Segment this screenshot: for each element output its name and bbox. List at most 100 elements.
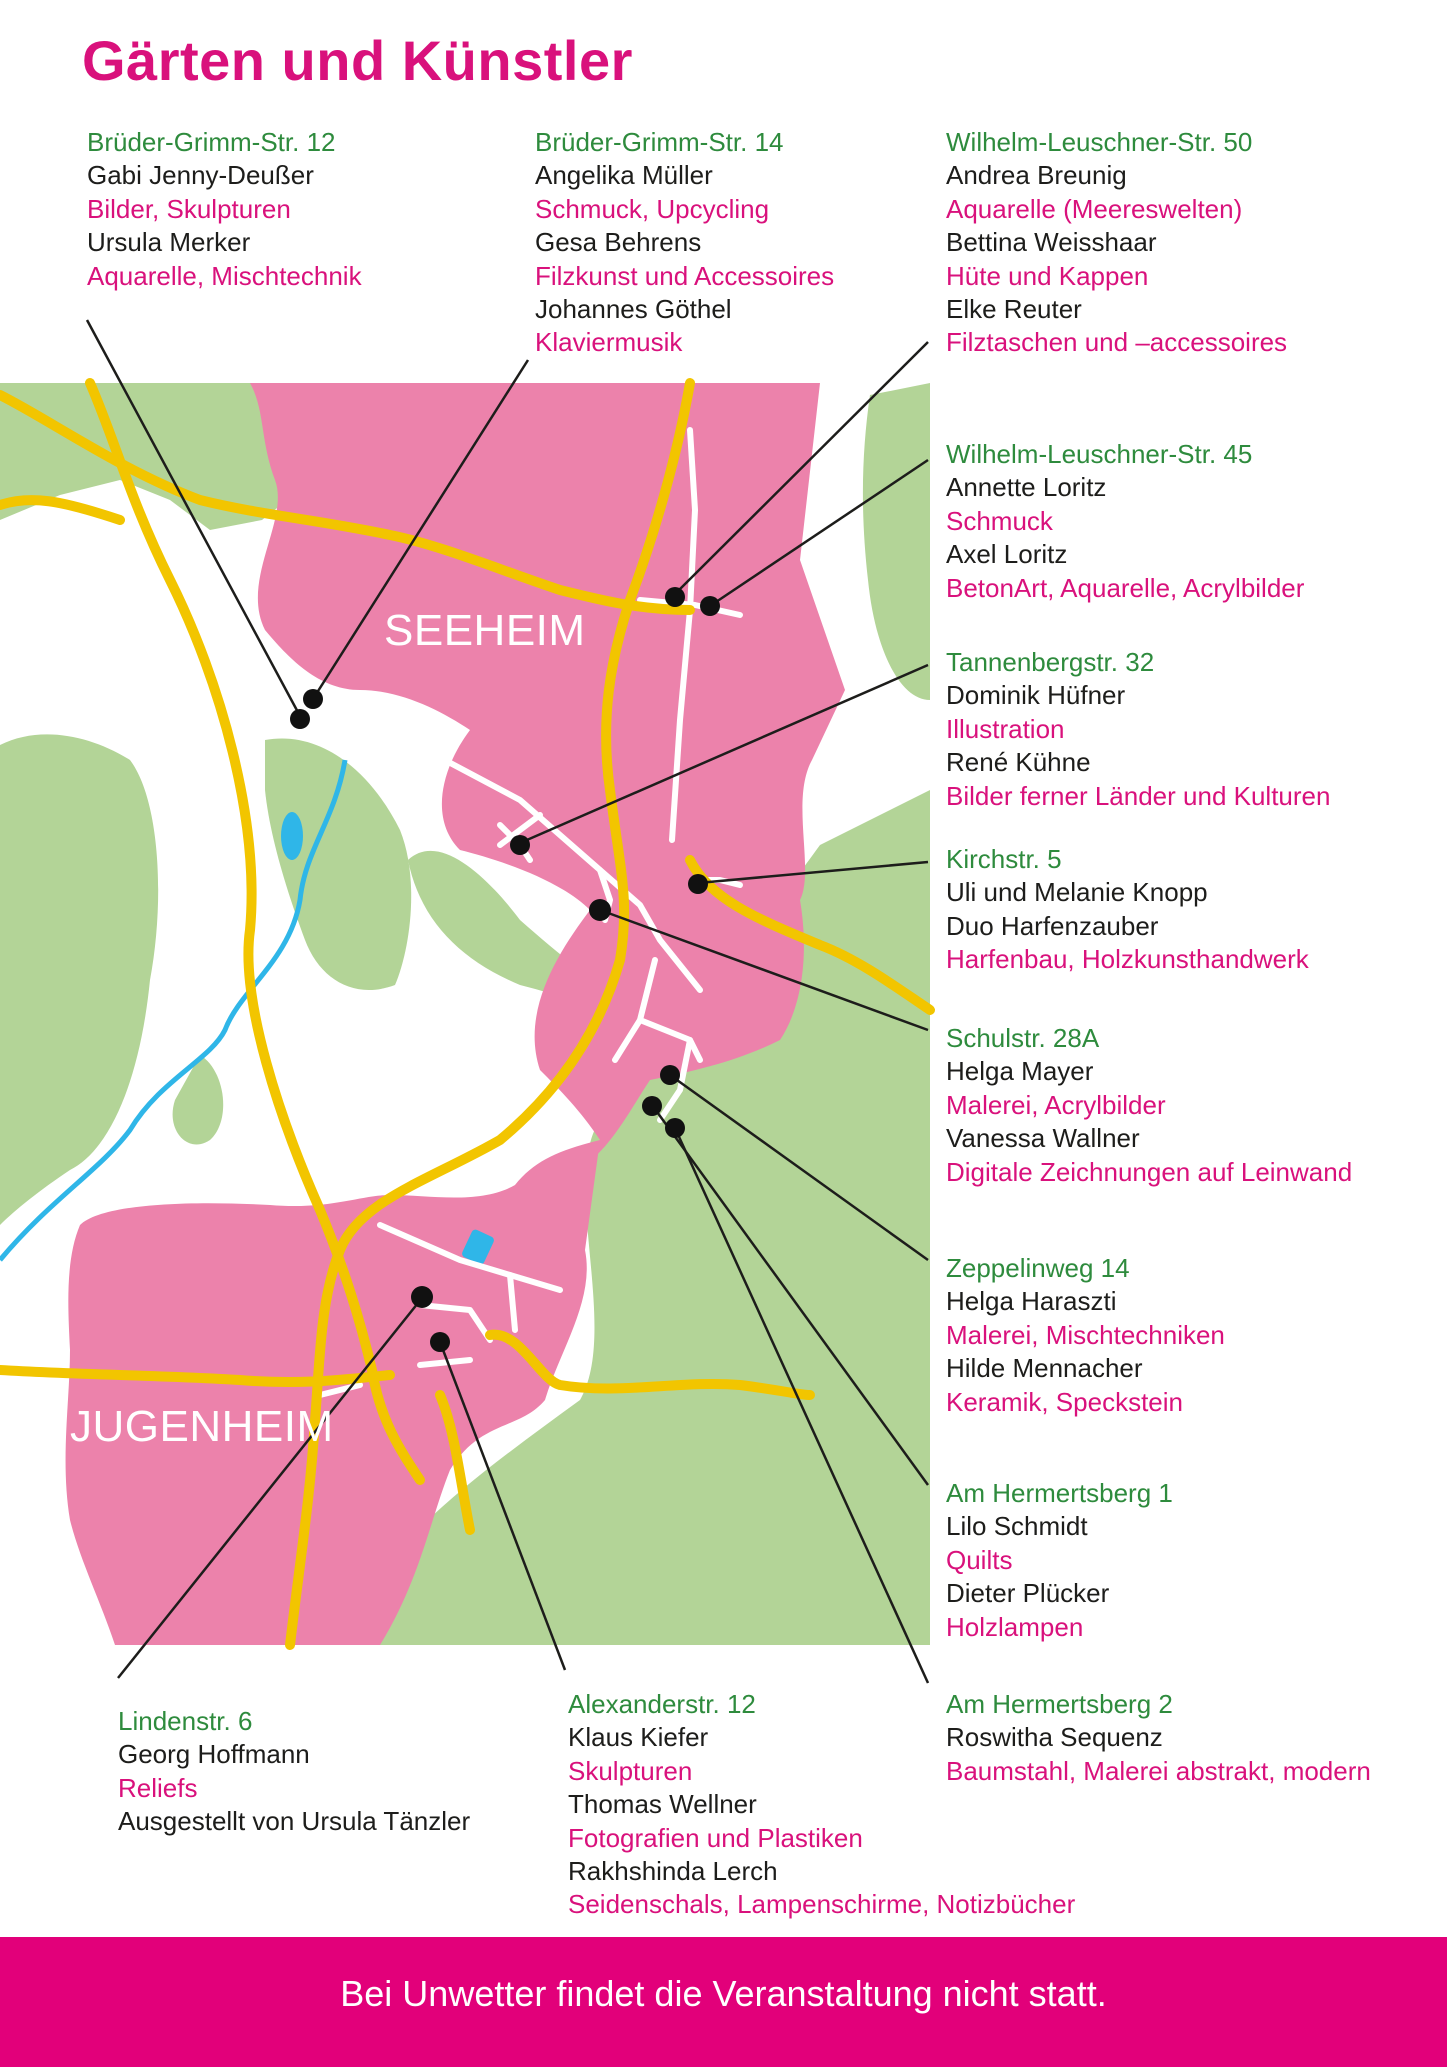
- location-artist-name: Johannes Göthel: [535, 294, 732, 325]
- location-artist-name: Bettina Weisshaar: [946, 227, 1157, 258]
- marker-tannenbergstr-32[interactable]: [510, 835, 530, 855]
- marker-kirchstr-5[interactable]: [688, 874, 708, 894]
- location-artist-name: Helga Mayer: [946, 1056, 1094, 1087]
- location-artist-name: Uli und Melanie Knopp: [946, 877, 1208, 908]
- road-north-arc: [0, 390, 695, 615]
- town-label-seeheim: SEEHEIM: [384, 606, 586, 655]
- seeheim-area: [250, 383, 845, 1168]
- location-address: Brüder-Grimm-Str. 14: [535, 127, 784, 157]
- location-artist-name: Angelika Müller: [535, 160, 713, 191]
- location-artwork-description: Bilder ferner Länder und Kulturen: [946, 780, 1331, 811]
- marker-brueder-grimm-12[interactable]: [290, 709, 310, 729]
- road-jugenheim-south: [435, 1390, 475, 1535]
- location-address: Zeppelinweg 14: [946, 1253, 1130, 1283]
- marker-alexanderstr-12[interactable]: [430, 1332, 450, 1352]
- marker-wilhelm-leuschner-50[interactable]: [665, 587, 685, 607]
- forest-center: [265, 738, 412, 990]
- location-address: Brüder-Grimm-Str. 12: [87, 127, 336, 157]
- forest-northwest: [0, 383, 330, 530]
- location-address: Wilhelm-Leuschner-Str. 50: [946, 127, 1253, 157]
- location-artist-name: Lilo Schmidt: [946, 1511, 1088, 1542]
- location-artist-name: Gesa Behrens: [535, 227, 702, 258]
- location-artist-name: Ausgestellt von Ursula Tänzler: [118, 1806, 471, 1837]
- location-artwork-description: Harfenbau, Holzkunsthandwerk: [946, 944, 1309, 975]
- marker-zeppelinweg-14[interactable]: [660, 1065, 680, 1085]
- page-title: Gärten und Künstler: [82, 29, 633, 92]
- location-artist-name: Elke Reuter: [946, 294, 1082, 325]
- location-artist-name: Dieter Plücker: [946, 1578, 1110, 1609]
- marker-schulstr-28a[interactable]: [589, 899, 611, 921]
- location-artwork-description: Quilts: [946, 1544, 1013, 1575]
- road-west-short: [0, 495, 125, 525]
- location-artwork-description: Illustration: [946, 713, 1065, 744]
- forest-northeast: [862, 383, 930, 700]
- location-address: Am Hermertsberg 1: [946, 1478, 1173, 1508]
- location-artwork-description: Reliefs: [118, 1772, 198, 1803]
- location-artist-name: Duo Harfenzauber: [946, 910, 1159, 941]
- marker-brueder-grimm-14[interactable]: [303, 689, 323, 709]
- location-markers: [290, 587, 720, 1352]
- location-artist-name: Rakhshinda Lerch: [568, 1856, 778, 1887]
- location-artwork-description: Filzkunst und Accessoires: [535, 260, 835, 291]
- main-roads: [0, 378, 935, 1650]
- location-address: Wilhelm-Leuschner-Str. 45: [946, 439, 1253, 469]
- location-artwork-description: BetonArt, Aquarelle, Acrylbilder: [946, 572, 1305, 603]
- location-artwork-description: Digitale Zeichnungen auf Leinwand: [946, 1156, 1353, 1187]
- location-artwork-description: Fotografien und Plastiken: [568, 1822, 863, 1853]
- location-artwork-description: Filztaschen und –accessoires: [946, 327, 1288, 358]
- location-artwork-description: Hüte und Kappen: [946, 260, 1149, 291]
- road-west-diagonal: [85, 378, 425, 1485]
- marker-am-hermertsberg-2[interactable]: [665, 1118, 685, 1138]
- pond-south: [462, 1229, 494, 1265]
- location-address: Alexanderstr. 12: [568, 1689, 756, 1719]
- water: [0, 759, 494, 1265]
- location-artist-name: Klaus Kiefer: [568, 1722, 709, 1753]
- location-artwork-description: Malerei, Mischtechniken: [946, 1319, 1225, 1350]
- road-jugenheim-east: [485, 1329, 815, 1400]
- town-label-jugenheim: JUGENHEIM: [70, 1402, 334, 1451]
- stream: [0, 759, 348, 1262]
- footer-banner: Bei Unwetter findet die Veranstaltung ni…: [0, 1937, 1447, 2067]
- location-artist-name: Vanessa Wallner: [946, 1123, 1140, 1154]
- road-center-main: [285, 378, 695, 1650]
- local-streets: [297, 427, 743, 1398]
- location-artist-name: Dominik Hüfner: [946, 680, 1126, 711]
- location-artwork-description: Keramik, Speckstein: [946, 1386, 1183, 1417]
- forest-west: [0, 734, 159, 1225]
- location-artwork-description: Schmuck: [946, 505, 1053, 536]
- location-artist-name: Roswitha Sequenz: [946, 1722, 1163, 1753]
- marker-lindenstr-6[interactable]: [411, 1286, 433, 1308]
- location-artwork-description: Bilder, Skulpturen: [87, 193, 291, 224]
- road-east-branch: [685, 855, 935, 1015]
- location-artist-name: Georg Hoffmann: [118, 1739, 310, 1770]
- location-artist-name: Hilde Mennacher: [946, 1353, 1143, 1384]
- location-artwork-description: Malerei, Acrylbilder: [946, 1089, 1166, 1120]
- location-artist-name: Helga Haraszti: [946, 1286, 1117, 1317]
- location-address: Kirchstr. 5: [946, 844, 1062, 874]
- location-artwork-description: Baumstahl, Malerei abstrakt, modern: [946, 1755, 1371, 1786]
- location-artist-name: René Kühne: [946, 747, 1091, 778]
- location-artist-name: Andrea Breunig: [946, 160, 1127, 191]
- marker-am-hermertsberg-1[interactable]: [642, 1096, 662, 1116]
- marker-wilhelm-leuschner-45[interactable]: [700, 596, 720, 616]
- location-artwork-description: Skulpturen: [568, 1755, 693, 1786]
- location-artist-name: Axel Loritz: [946, 539, 1068, 570]
- location-artwork-description: Schmuck, Upcycling: [535, 193, 770, 224]
- location-address: Am Hermertsberg 2: [946, 1689, 1173, 1719]
- location-artwork-description: Aquarelle, Mischtechnik: [87, 260, 362, 291]
- location-artwork-description: Holzlampen: [946, 1611, 1084, 1642]
- location-artwork-description: Klaviermusik: [535, 327, 683, 358]
- location-artist-name: Ursula Merker: [87, 227, 251, 258]
